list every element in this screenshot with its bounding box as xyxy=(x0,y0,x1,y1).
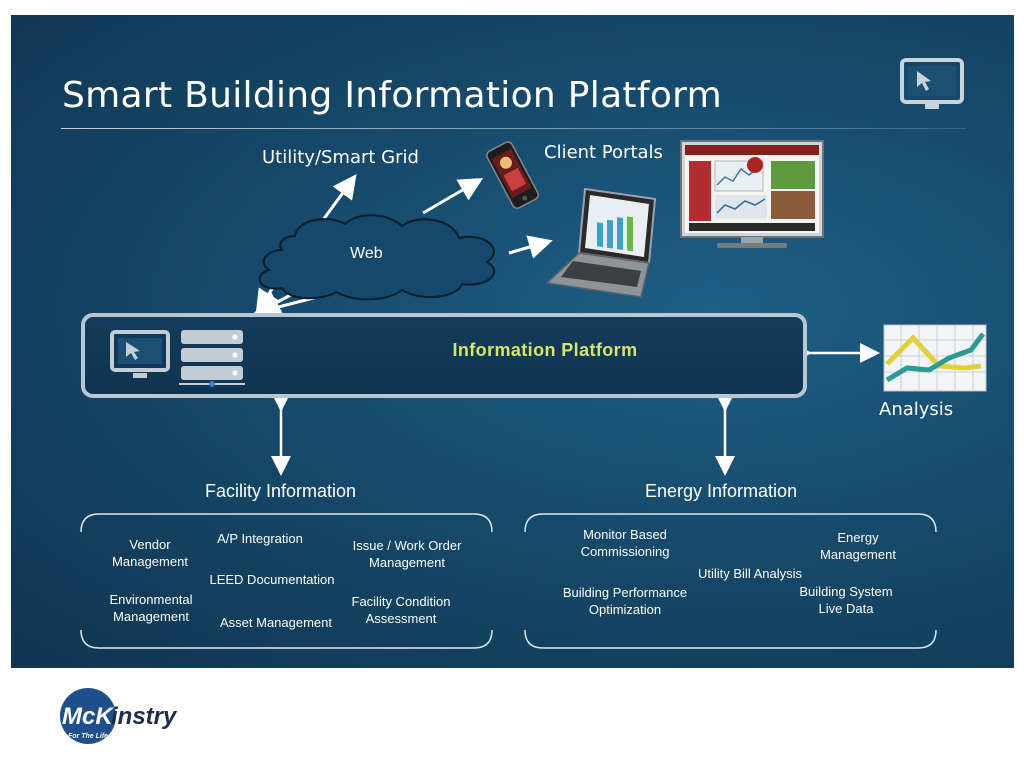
computer-monitor-icon xyxy=(110,330,170,378)
analysis-label: Analysis xyxy=(879,399,954,420)
facility-item-facility-condition: Facility Condition Assessment xyxy=(351,594,451,626)
facility-information-box xyxy=(79,512,494,652)
facility-information-heading: Facility Information xyxy=(205,481,357,501)
energy-item-building-system-live-data: Building System Live Data xyxy=(799,584,893,616)
slide-title: Smart Building Information Platform xyxy=(62,75,722,116)
monitor-icon xyxy=(900,58,964,109)
information-platform-bar: Information Platform xyxy=(81,313,807,398)
laptop-icon xyxy=(545,187,657,298)
facility-item-environmental-management: Environmental Management xyxy=(109,592,193,624)
facility-item-leed-documentation: LEED Documentation xyxy=(209,572,335,587)
information-platform-label: Information Platform xyxy=(452,340,638,360)
energy-item-monitor-based-commissioning: Monitor Based Commissioning xyxy=(580,527,670,559)
cloud-label: Web xyxy=(350,245,383,262)
facility-item-issue-work-order: Issue / Work Order Management xyxy=(352,538,462,570)
svg-text:McK: McK xyxy=(62,703,114,730)
facility-item-asset-management: Asset Management xyxy=(219,615,332,630)
web-cloud xyxy=(258,214,496,301)
utility-smart-grid-label: Utility/Smart Grid xyxy=(262,147,419,168)
energy-item-utility-bill-analysis: Utility Bill Analysis xyxy=(697,566,803,581)
mckinstry-logo: McK instry For The Life Of Your Building xyxy=(60,688,178,744)
energy-information-box xyxy=(523,512,938,652)
title-divider xyxy=(61,128,966,129)
facility-item-ap-integration: A/P Integration xyxy=(217,531,303,546)
smartphone-icon xyxy=(486,141,539,209)
svg-text:For The Life Of Your Building: For The Life Of Your Building xyxy=(68,733,166,740)
facility-item-vendor-management: Vendor Management xyxy=(112,537,188,569)
svg-text:instry: instry xyxy=(111,703,178,730)
analysis-chart-icon xyxy=(883,324,987,392)
slide: Smart Building Information Platform Web … xyxy=(11,15,1014,668)
server-stack-icon xyxy=(179,330,245,387)
energy-item-energy-management: Energy Management xyxy=(820,530,896,562)
dashboard-monitor-icon xyxy=(680,140,824,248)
energy-item-building-performance: Building Performance Optimization xyxy=(562,585,688,617)
client-portals-label: Client Portals xyxy=(544,142,663,163)
energy-information-heading: Energy Information xyxy=(645,481,798,501)
